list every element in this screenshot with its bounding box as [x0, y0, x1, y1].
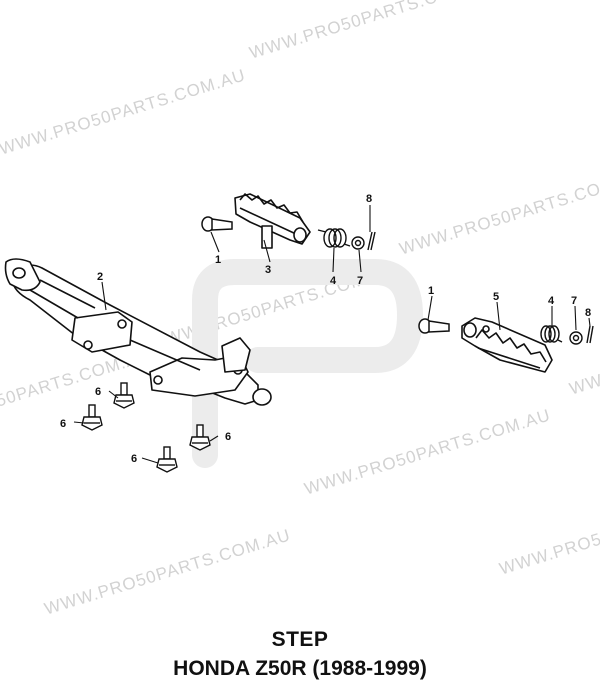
spring-part [540, 325, 563, 343]
bolt-part [189, 424, 211, 451]
callout-label: 8 [585, 307, 591, 319]
leader-lines [73, 205, 591, 464]
pin-part [201, 216, 233, 232]
callout-label: 3 [265, 264, 271, 276]
bolt-part [156, 446, 178, 473]
callout-label: 5 [493, 291, 499, 303]
cotter-pin-part [586, 325, 594, 344]
callout-label: 7 [571, 295, 577, 307]
washer-part [351, 236, 365, 250]
callout-label: 4 [548, 295, 555, 307]
spring-part [317, 228, 351, 248]
callout-label: 2 [97, 271, 103, 283]
callout-label: 6 [60, 418, 66, 430]
diagram-subtitle: HONDA Z50R (1988-1999) [173, 657, 427, 680]
footpeg-part [461, 317, 553, 373]
callout-label: 1 [428, 285, 434, 297]
callout-label: 6 [131, 453, 137, 465]
logo-watermark-icon [192, 259, 423, 468]
cotter-pin-part [367, 231, 376, 251]
bolt-part [113, 382, 135, 409]
callout-label: 8 [366, 193, 372, 205]
washer-part [569, 331, 583, 345]
callout-label: 4 [330, 275, 337, 287]
callout-label: 1 [215, 254, 221, 266]
step-bar-part [4, 258, 272, 406]
callout-label: 7 [357, 275, 363, 287]
pin-part [418, 318, 450, 334]
bolt-part [81, 404, 103, 431]
diagram-title: STEP [271, 628, 329, 651]
callout-label: 6 [225, 431, 231, 443]
callout-label: 6 [95, 386, 101, 398]
footpeg-part [234, 193, 311, 249]
